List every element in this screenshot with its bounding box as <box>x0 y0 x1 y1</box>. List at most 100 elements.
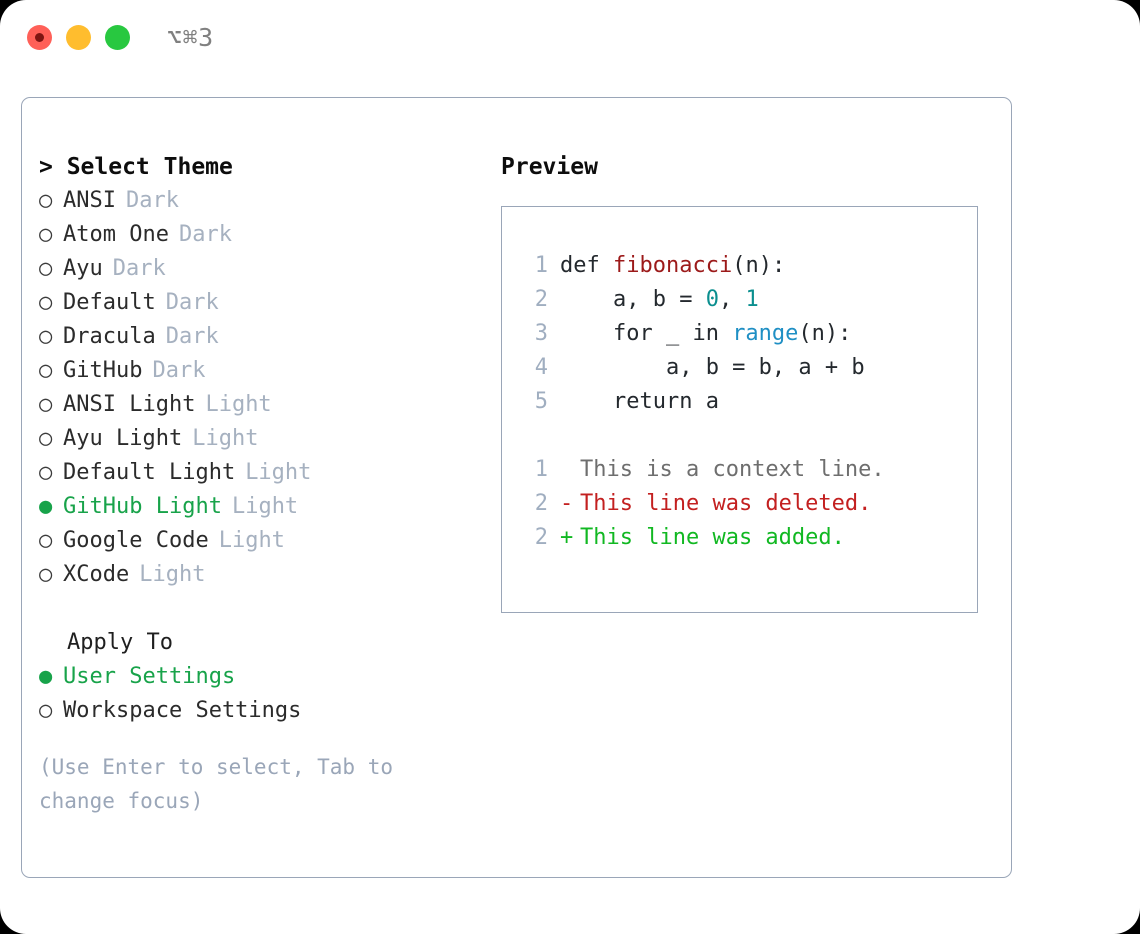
code-token: return a <box>560 389 719 414</box>
theme-option-label: ANSI <box>63 188 116 213</box>
diff-marker: - <box>560 491 574 516</box>
radio-unselected-icon: ○ <box>39 528 53 553</box>
apply-to-option-label: Workspace Settings <box>63 698 302 723</box>
radio-unselected-icon: ○ <box>39 460 53 485</box>
theme-option-label: GitHub <box>63 358 143 383</box>
diff-text: This is a context line. <box>580 457 885 482</box>
keyboard-hint: (Use Enter to select, Tab to change focu… <box>39 755 406 813</box>
theme-variant-badge: Dark <box>165 290 219 315</box>
line-number: 1 <box>534 457 548 482</box>
code-token: (n): <box>732 253 786 278</box>
code-token: def <box>560 253 613 278</box>
theme-variant-badge: Light <box>139 562 206 587</box>
theme-variant-badge: Dark <box>152 358 206 383</box>
code-token: (n): <box>798 321 852 346</box>
code-token: , <box>718 287 746 312</box>
diff-line-context: 1 This is a context line. <box>502 453 977 487</box>
theme-option-dracula[interactable]: ○ Dracula Dark <box>39 320 479 354</box>
radio-unselected-icon: ○ <box>39 698 53 723</box>
theme-variant-badge: Dark <box>112 256 166 281</box>
theme-option-label: ANSI Light <box>63 392 196 417</box>
diff-marker <box>560 453 580 487</box>
list-spacer <box>39 592 479 626</box>
select-theme-heading: > Select Theme <box>39 154 233 180</box>
apply-to-option-workspace-settings[interactable]: ○ Workspace Settings <box>39 694 479 728</box>
line-number: 5 <box>534 389 548 414</box>
diff-line-deleted: 2-This line was deleted. <box>502 487 977 521</box>
apply-to-option-list[interactable]: ● User Settings ○ Workspace Settings <box>39 660 479 728</box>
theme-variant-badge: Light <box>192 426 259 451</box>
theme-option-label: GitHub Light <box>63 494 222 519</box>
code-token: 1 <box>745 287 759 312</box>
diff-text: This line was deleted. <box>580 491 872 516</box>
theme-option-ayu[interactable]: ○ Ayu Dark <box>39 252 479 286</box>
theme-option-default-light[interactable]: ○ Default Light Light <box>39 456 479 490</box>
zoom-button[interactable] <box>105 25 130 50</box>
line-number: 2 <box>534 287 548 312</box>
radio-unselected-icon: ○ <box>39 222 53 247</box>
code-line: 2 a, b = 0, 1 <box>502 283 977 317</box>
code-token: for _ in <box>560 321 733 346</box>
apply-to-option-label: User Settings <box>63 664 236 689</box>
theme-option-label: Default Light <box>63 460 236 485</box>
code-diff-gap <box>502 419 977 453</box>
radio-unselected-icon: ○ <box>39 256 53 281</box>
theme-option-xcode[interactable]: ○ XCode Light <box>39 558 479 592</box>
apply-to-option-user-settings[interactable]: ● User Settings <box>39 660 479 694</box>
theme-option-github[interactable]: ○ GitHub Dark <box>39 354 479 388</box>
diff-text: This line was added. <box>580 525 845 550</box>
theme-variant-badge: Dark <box>165 324 219 349</box>
line-number: 2 <box>534 491 548 516</box>
traffic-light-controls <box>27 25 130 50</box>
radio-selected-icon: ● <box>39 494 53 519</box>
diff-line-added: 2 +This line was added. <box>502 521 977 555</box>
theme-option-ayu-light[interactable]: ○ Ayu Light Light <box>39 422 479 456</box>
theme-option-label: XCode <box>63 562 130 587</box>
line-number: 1 <box>534 253 548 278</box>
radio-unselected-icon: ○ <box>39 426 53 451</box>
close-button[interactable] <box>27 25 52 50</box>
radio-unselected-icon: ○ <box>39 290 53 315</box>
minimize-button[interactable] <box>66 25 91 50</box>
radio-unselected-icon: ○ <box>39 392 53 417</box>
theme-variant-badge: Dark <box>178 222 232 247</box>
radio-selected-icon: ● <box>39 664 53 689</box>
theme-option-label: Dracula <box>63 324 156 349</box>
line-number: 2 <box>534 525 548 550</box>
radio-unselected-icon: ○ <box>39 358 53 383</box>
code-line: 4 a, b = b, a + b <box>502 351 977 385</box>
code-line: 5 return a <box>502 385 977 419</box>
code-token: a, b = b, a + b <box>560 355 865 380</box>
code-token: 0 <box>705 287 719 312</box>
theme-variant-badge: Dark <box>125 188 179 213</box>
code-token: a, b = <box>560 287 706 312</box>
theme-option-label: Ayu <box>63 256 103 281</box>
apply-to-heading: Apply To <box>67 630 173 655</box>
diff-marker: + <box>560 525 574 550</box>
line-number: 3 <box>534 321 548 346</box>
theme-option-ansi-light[interactable]: ○ ANSI Light Light <box>39 388 479 422</box>
code-token: range <box>732 321 799 346</box>
theme-option-label: Google Code <box>63 528 209 553</box>
title-bar: ⌥⌘3 <box>0 0 1140 76</box>
code-line: 3 for _ in range(n): <box>502 317 977 351</box>
theme-variant-badge: Light <box>245 460 312 485</box>
radio-unselected-icon: ○ <box>39 324 53 349</box>
theme-option-label: Ayu Light <box>63 426 183 451</box>
theme-variant-badge: Light <box>205 392 272 417</box>
radio-unselected-icon: ○ <box>39 562 53 587</box>
line-number: 4 <box>534 355 548 380</box>
